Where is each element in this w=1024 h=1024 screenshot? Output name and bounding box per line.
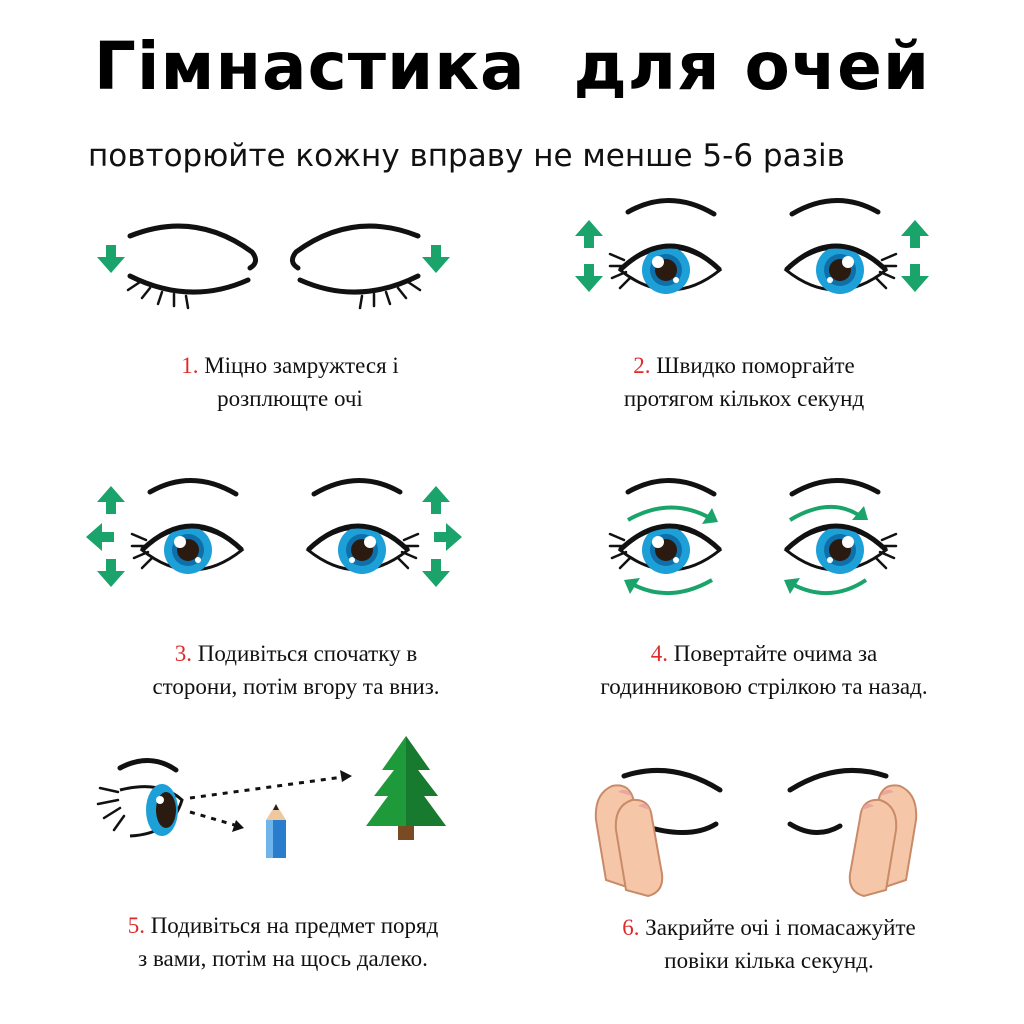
arrow-left-icon <box>86 523 114 551</box>
fingers-icon <box>594 784 664 897</box>
exercise-number: 2. <box>633 353 651 378</box>
pencil-icon <box>266 804 286 858</box>
closed-eye-right-icon <box>787 767 889 835</box>
rotate-arrow-icon <box>624 505 718 595</box>
open-eye-left-icon <box>610 200 720 294</box>
arrow-down-icon <box>97 559 125 587</box>
exercise-text-line2: протягом кількох секунд <box>623 386 865 411</box>
page-subtitle: повторюйте кожну вправу не менше 5-6 раз… <box>88 138 845 174</box>
arrow-up-icon <box>422 486 450 514</box>
exercise-2-illustration <box>575 200 929 294</box>
tree-icon <box>366 736 446 840</box>
exercise-text-line1: Повертайте очима за <box>667 641 878 666</box>
exercise-text-line2: сторони, потім вгору та вниз. <box>152 674 440 699</box>
arrow-down-icon <box>901 264 929 292</box>
exercise-1-caption: 1. Міцно замружтеся і розплющте очі <box>90 349 490 415</box>
fingers-icon <box>848 784 918 897</box>
exercise-number: 6. <box>622 915 640 940</box>
exercise-4-illustration <box>610 480 896 595</box>
arrow-right-icon <box>434 523 462 551</box>
exercise-number: 1. <box>181 353 199 378</box>
exercise-6-caption: 6. Закрийте очі і помасажуйте повіки кіл… <box>564 911 974 977</box>
arrow-up-icon <box>575 220 603 248</box>
exercise-3-caption: 3. Подивіться спочатку в сторони, потім … <box>96 637 496 703</box>
exercise-text-line2: повіки кілька секунд. <box>664 948 874 973</box>
arrow-down-icon <box>575 264 603 292</box>
exercise-3-illustration <box>86 480 462 587</box>
arrow-down-icon <box>422 559 450 587</box>
rotate-arrow-icon <box>784 504 868 595</box>
arrow-down-icon <box>97 245 125 273</box>
exercise-2-caption: 2. Швидко поморгайте протягом кількох се… <box>544 349 944 415</box>
exercise-text-line2: годинниковою стрілкою та назад. <box>600 674 928 699</box>
exercise-number: 5. <box>127 913 145 938</box>
arrow-down-icon <box>422 245 450 273</box>
exercise-text-line2: розплющте очі <box>217 386 363 411</box>
open-eye-left-icon <box>610 480 720 574</box>
open-eye-right-icon <box>786 200 896 294</box>
exercise-text-line1: Швидко поморгайте <box>650 353 855 378</box>
arrow-up-icon <box>901 220 929 248</box>
exercise-4-caption: 4. Повертайте очима за годинниковою стрі… <box>554 637 974 703</box>
exercise-5-illustration <box>96 736 446 858</box>
exercise-text-line1: Подивіться спочатку в <box>192 641 418 666</box>
page-title: Гімнастика для очей <box>93 28 931 105</box>
exercise-text-line2: з вами, потім на щось далеко. <box>138 946 428 971</box>
side-eye-icon <box>96 758 184 838</box>
exercise-1-illustration <box>97 226 450 308</box>
closed-eye-left-icon <box>128 226 256 308</box>
exercise-text-line1: Закрийте очі і помасажуйте <box>639 915 916 940</box>
exercise-text-line1: Міцно замружтеся і <box>198 353 399 378</box>
arrow-up-icon <box>97 486 125 514</box>
exercise-5-caption: 5. Подивіться на предмет поряд з вами, п… <box>78 909 488 975</box>
closed-eye-right-icon <box>292 226 420 308</box>
exercise-number: 3. <box>174 641 193 666</box>
open-eye-left-icon <box>132 480 242 574</box>
open-eye-right-icon <box>308 480 418 574</box>
exercise-text-line1: Подивіться на предмет поряд <box>144 913 439 938</box>
open-eye-right-icon <box>786 480 896 574</box>
exercise-6-illustration <box>594 767 918 897</box>
exercise-number: 4. <box>650 641 668 666</box>
